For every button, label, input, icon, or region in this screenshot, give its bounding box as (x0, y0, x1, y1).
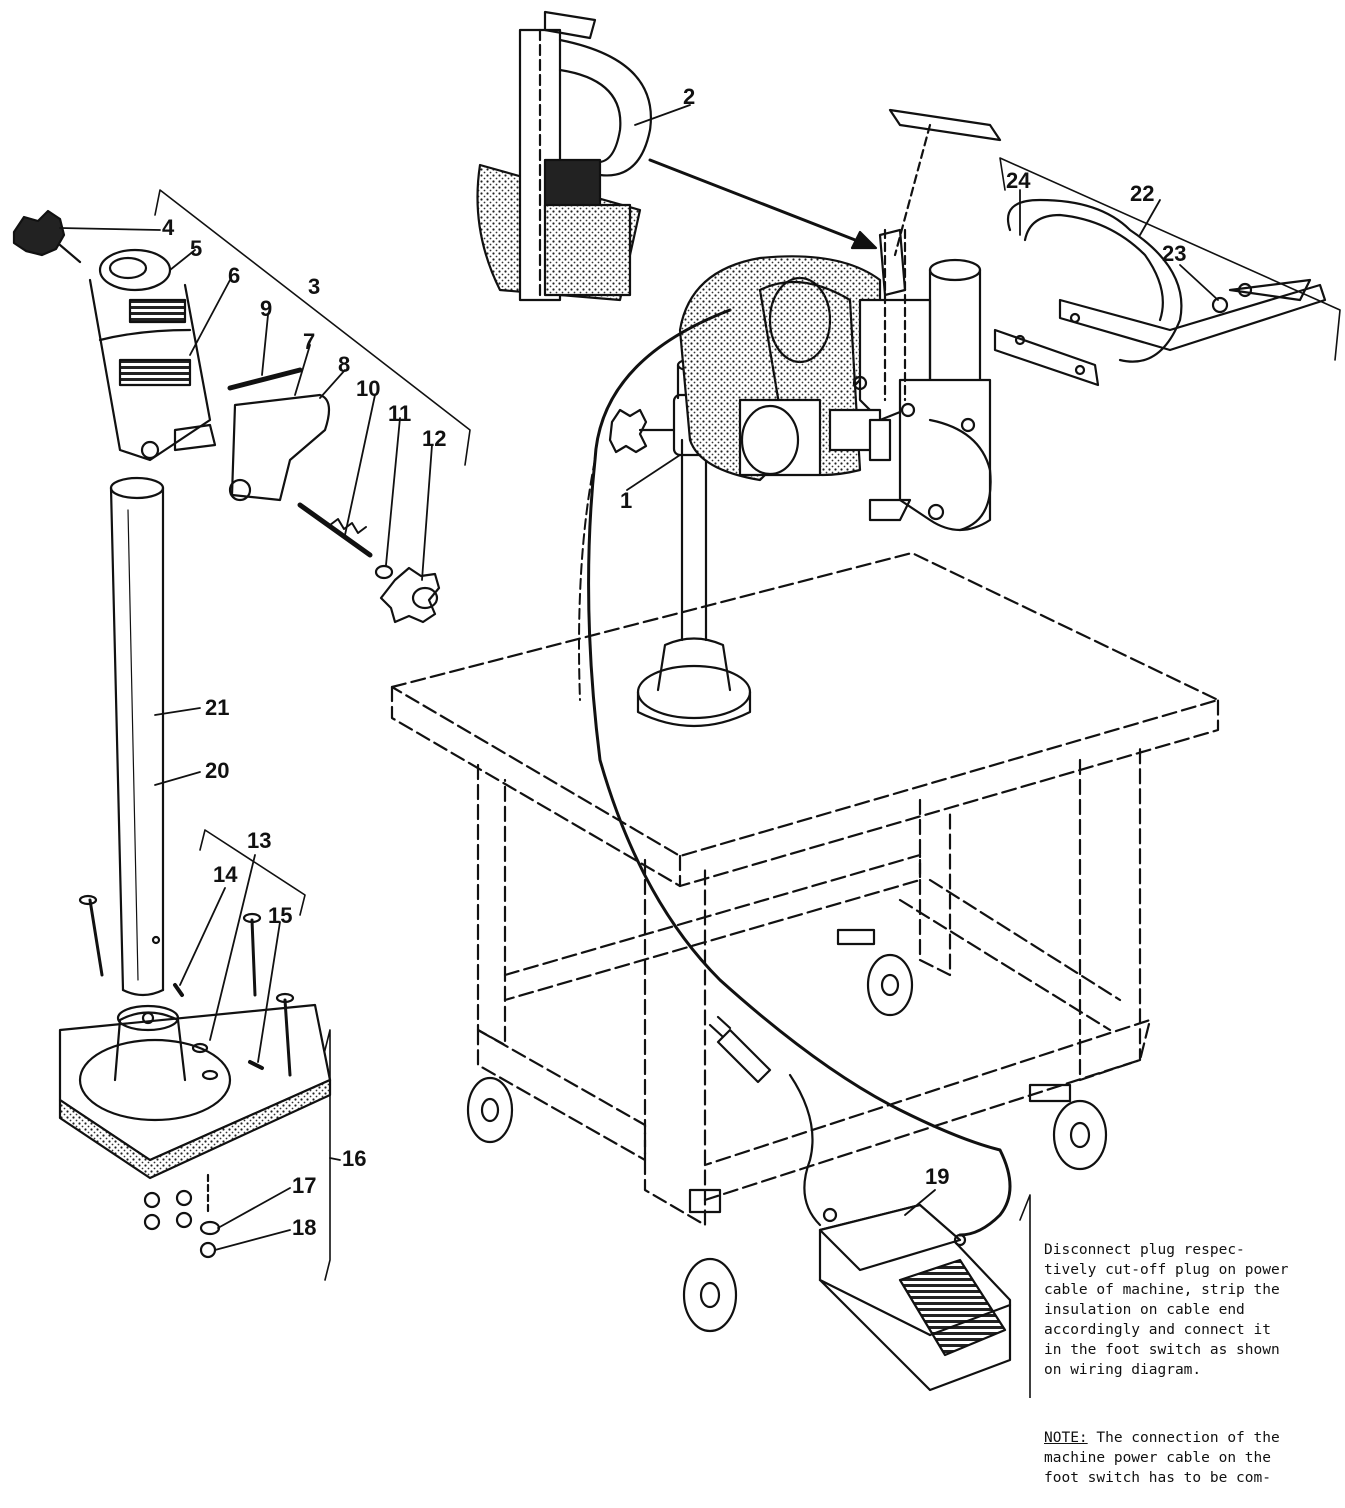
callout-21: 21 (205, 695, 230, 720)
callout-6: 6 (228, 263, 241, 288)
callout-24: 24 (1006, 168, 1031, 193)
callout-9: 9 (260, 296, 273, 321)
exploded-assembly-diagram: 1 2 3 4 5 6 7 8 9 10 11 12 13 14 15 16 1… (12, 10, 1341, 1486)
callout-19: 19 (925, 1164, 950, 1189)
callout-20: 20 (205, 758, 230, 783)
callout-23: 23 (1162, 241, 1187, 266)
clamp-screw (297, 502, 441, 624)
callout-4: 4 (162, 215, 175, 240)
callout-2: 2 (683, 84, 696, 109)
callout-5: 5 (190, 236, 203, 261)
leader-lines (59, 104, 1219, 1251)
clamp-bracket (88, 248, 212, 462)
stand-tube (109, 476, 165, 997)
wiring-note: Disconnect plug respec- tively cut-off p… (1044, 1200, 1344, 1508)
callout-15: 15 (268, 903, 293, 928)
work-table (390, 551, 1220, 1227)
bobbin-winder (993, 198, 1327, 387)
callout-8: 8 (338, 352, 351, 377)
callout-22: 22 (1130, 181, 1155, 206)
note-instruction: Disconnect plug respec- tively cut-off p… (1044, 1242, 1289, 1378)
table-casters (466, 928, 1108, 1333)
callout-14: 14 (213, 862, 238, 887)
note-warning: NOTE: The connection of the machine powe… (1044, 1428, 1344, 1488)
assembly-arrow (648, 158, 878, 250)
lamp-assembly (476, 10, 652, 302)
thread-stand (878, 108, 1002, 402)
callout-11: 11 (388, 401, 412, 426)
stand-base (58, 894, 332, 1259)
callout-13: 13 (247, 828, 272, 853)
callout-3: 3 (308, 274, 321, 299)
diagram-drawing (12, 10, 1341, 1398)
callout-18: 18 (292, 1215, 317, 1240)
callout-16: 16 (342, 1146, 367, 1171)
callout-10: 10 (356, 376, 381, 401)
machine-head (578, 255, 1012, 1237)
foot-switch (708, 1015, 1012, 1392)
note-label: NOTE: (1044, 1430, 1088, 1446)
knob-4 (12, 209, 82, 264)
clamp-jaw (173, 367, 331, 502)
callout-7: 7 (303, 329, 316, 354)
callout-12: 12 (422, 426, 447, 451)
callout-1: 1 (620, 488, 633, 513)
callout-17: 17 (292, 1173, 317, 1198)
